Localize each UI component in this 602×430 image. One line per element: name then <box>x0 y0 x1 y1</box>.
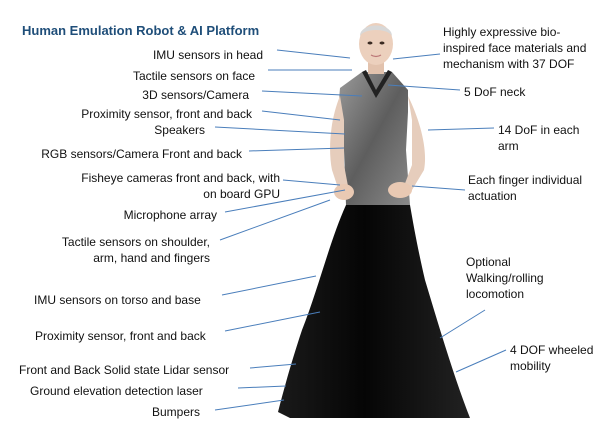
head-cap <box>360 25 392 36</box>
label-lidar: Front and Back Solid state Lidar sensor <box>19 363 230 377</box>
right-arm <box>404 96 426 190</box>
label-ground-laser: Ground elevation detection laser <box>30 384 203 398</box>
leader-speakers <box>214 126 346 135</box>
skirt <box>278 205 470 418</box>
label-wheeled-mobility: 4 DOF wheeled mobility <box>510 343 594 373</box>
label-3d-camera: 3D sensors/Camera <box>142 88 249 102</box>
label-microphone: Microphone array <box>123 208 217 222</box>
vest <box>338 72 410 205</box>
leader-lines <box>214 49 507 411</box>
vest-collar <box>362 70 392 98</box>
label-locomotion: Optional Walking/rolling locomotion <box>466 255 544 301</box>
leader-imu-torso <box>221 275 317 296</box>
leader-locomotion <box>439 309 486 339</box>
leader-3d-camera <box>261 90 363 97</box>
leader-arm-dof <box>427 127 495 131</box>
label-imu-torso: IMU sensors on torso and base <box>34 293 201 307</box>
label-bumpers: Bumpers <box>152 405 201 419</box>
right-hand <box>388 182 412 198</box>
label-speakers: Speakers <box>154 123 205 137</box>
leader-bumpers <box>214 399 285 411</box>
label-tactile-arm: Tactile sensors on shoulder, arm, hand a… <box>61 235 210 265</box>
label-face-materials: Highly expressive bio- inspired face mat… <box>443 25 587 71</box>
label-imu-head: IMU sensors in head <box>152 48 263 62</box>
label-proximity-upper: Proximity sensor, front and back <box>81 107 252 121</box>
label-finger-actuation: Each finger individual actuation <box>468 173 583 203</box>
label-arm-dof: 14 DoF in each arm <box>498 123 580 153</box>
head <box>359 23 393 65</box>
leader-ground-laser <box>237 385 287 389</box>
mouth <box>370 54 382 58</box>
label-neck-dof: 5 DoF neck <box>464 85 526 99</box>
leader-neck-dof <box>387 84 461 91</box>
leader-fisheye <box>282 179 341 186</box>
leader-finger-actuation <box>411 185 466 191</box>
leader-face-materials <box>392 53 441 60</box>
left-hand <box>334 184 354 200</box>
leader-imu-head <box>276 49 351 59</box>
right-eye <box>379 41 385 45</box>
leader-rgb-camera <box>248 147 345 152</box>
label-fisheye: Fisheye cameras front and back, with on … <box>81 171 280 201</box>
leader-proximity-upper <box>261 110 341 121</box>
leader-microphone <box>224 189 346 213</box>
leader-lidar <box>249 363 297 369</box>
diagram-title: Human Emulation Robot & AI Platform <box>22 23 260 38</box>
leader-proximity-lower <box>224 311 321 332</box>
label-rgb-camera: RGB sensors/Camera Front and back <box>41 147 242 161</box>
label-proximity-lower: Proximity sensor, front and back <box>35 329 206 343</box>
leader-wheeled-mobility <box>455 349 507 373</box>
leader-tactile-arm <box>219 199 331 241</box>
left-eye <box>367 41 373 45</box>
label-tactile-face: Tactile sensors on face <box>132 69 255 83</box>
